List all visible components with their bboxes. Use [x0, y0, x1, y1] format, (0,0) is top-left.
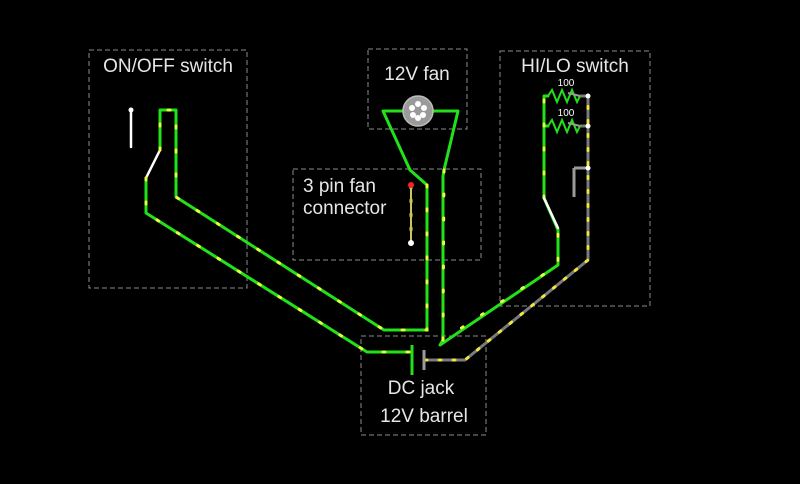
on-off-switch-box [88, 49, 248, 289]
wire-switch-left-loop [158, 108, 429, 332]
wire-resistor-return [425, 94, 590, 362]
hi-lo-switch-label: HI/LO switch [521, 56, 629, 77]
on-off-switch-pin [128, 107, 134, 113]
connector-pin-red [408, 182, 414, 188]
current-dots-left [158, 108, 429, 332]
connector-pin-white [408, 240, 414, 246]
connector-box [292, 168, 482, 261]
connector-label-line2: connector [303, 198, 387, 219]
fan-box [367, 48, 468, 130]
resistor-icon-top [547, 87, 591, 105]
fan-icon [383, 95, 458, 127]
current-dots-low [423, 94, 590, 362]
hi-lo-switch-pin [585, 165, 591, 171]
connector-label-line1: 3 pin fan [303, 176, 376, 197]
on-off-switch-label: ON/OFF switch [103, 56, 233, 77]
current-dots-return [441, 168, 560, 343]
on-off-switch-lever [144, 148, 162, 180]
resistor-icon-bottom [547, 117, 591, 135]
dc-jack-label-line1: DC jack [388, 378, 455, 399]
dc-jack-label-line2: 12V barrel [380, 406, 468, 427]
hi-lo-switch-box [499, 50, 651, 307]
resistor-bottom-label: 100 [558, 108, 575, 119]
wire-hi-lo-common [542, 94, 550, 200]
resistor-top-label: 100 [558, 78, 575, 89]
dc-source-icon [410, 345, 426, 375]
hi-lo-switch-lever [542, 196, 560, 230]
wire-switch-feed [144, 176, 414, 354]
fan-label: 12V fan [384, 64, 450, 85]
wire-fan-return [438, 109, 560, 347]
